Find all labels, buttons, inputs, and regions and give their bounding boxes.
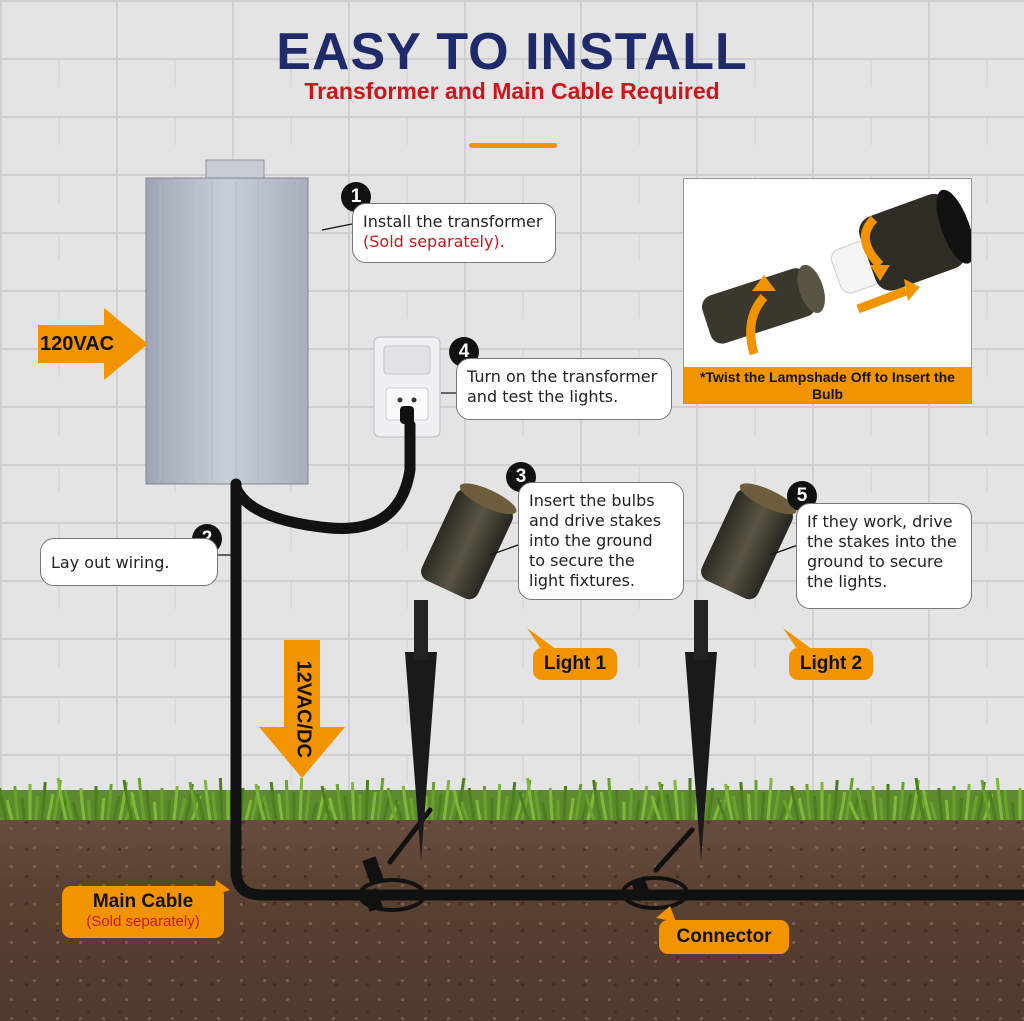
input-arrow (38, 308, 148, 380)
step-2-text: Lay out wiring. (51, 553, 170, 572)
step-5-text: If they work, drive the stakes into the … (807, 512, 957, 591)
bulb-insert-inset: *Twist the Lampshade Off to Insert the B… (683, 178, 972, 404)
step-5-callout: If they work, drive the stakes into the … (796, 503, 972, 609)
step-4-text: Turn on the transformer and test the lig… (467, 367, 658, 406)
main-cable-tag: Main Cable (Sold separately) (62, 886, 224, 938)
step-4-callout: Turn on the transformer and test the lig… (456, 358, 672, 420)
step-1-text: Install the transformer (363, 212, 543, 231)
main-cable-note: (Sold separately) (86, 913, 200, 930)
output-voltage-label: 12VAC/DC (292, 660, 315, 758)
light-fixture-1 (405, 483, 517, 860)
page-title: EASY TO INSTALL (276, 23, 748, 81)
tag-tail-connector (656, 906, 676, 922)
transformer-box (145, 159, 309, 485)
outlet (373, 336, 441, 438)
pointer-lines (218, 223, 799, 556)
connector-clip-3 (630, 876, 652, 902)
connector-tag: Connector (659, 920, 789, 954)
input-voltage-label: 120VAC (40, 333, 115, 355)
main-cable-label: Main Cable (92, 891, 194, 912)
step-1-note: (Sold separately). (363, 232, 505, 251)
connector-clip-1 (362, 856, 384, 884)
step-3-callout: Insert the bulbs and drive stakes into t… (518, 482, 684, 600)
connector-clip-2 (363, 888, 383, 912)
light-1-tag: Light 1 (533, 648, 617, 680)
step-1-callout: Install the transformer (Sold separately… (352, 203, 556, 263)
grass-strip (0, 777, 1024, 820)
output-arrow (259, 640, 345, 778)
light-2-tag: Light 2 (789, 648, 873, 680)
light-fixture-2 (685, 483, 797, 860)
step-3-text: Insert the bulbs and drive stakes into t… (529, 491, 662, 590)
title-divider (469, 143, 557, 148)
inset-illustration (701, 189, 971, 356)
step-2-callout: Lay out wiring. (40, 538, 218, 586)
page-subtitle: Transformer and Main Cable Required (304, 78, 720, 104)
inset-caption: *Twist the Lampshade Off to Insert the B… (684, 367, 971, 403)
